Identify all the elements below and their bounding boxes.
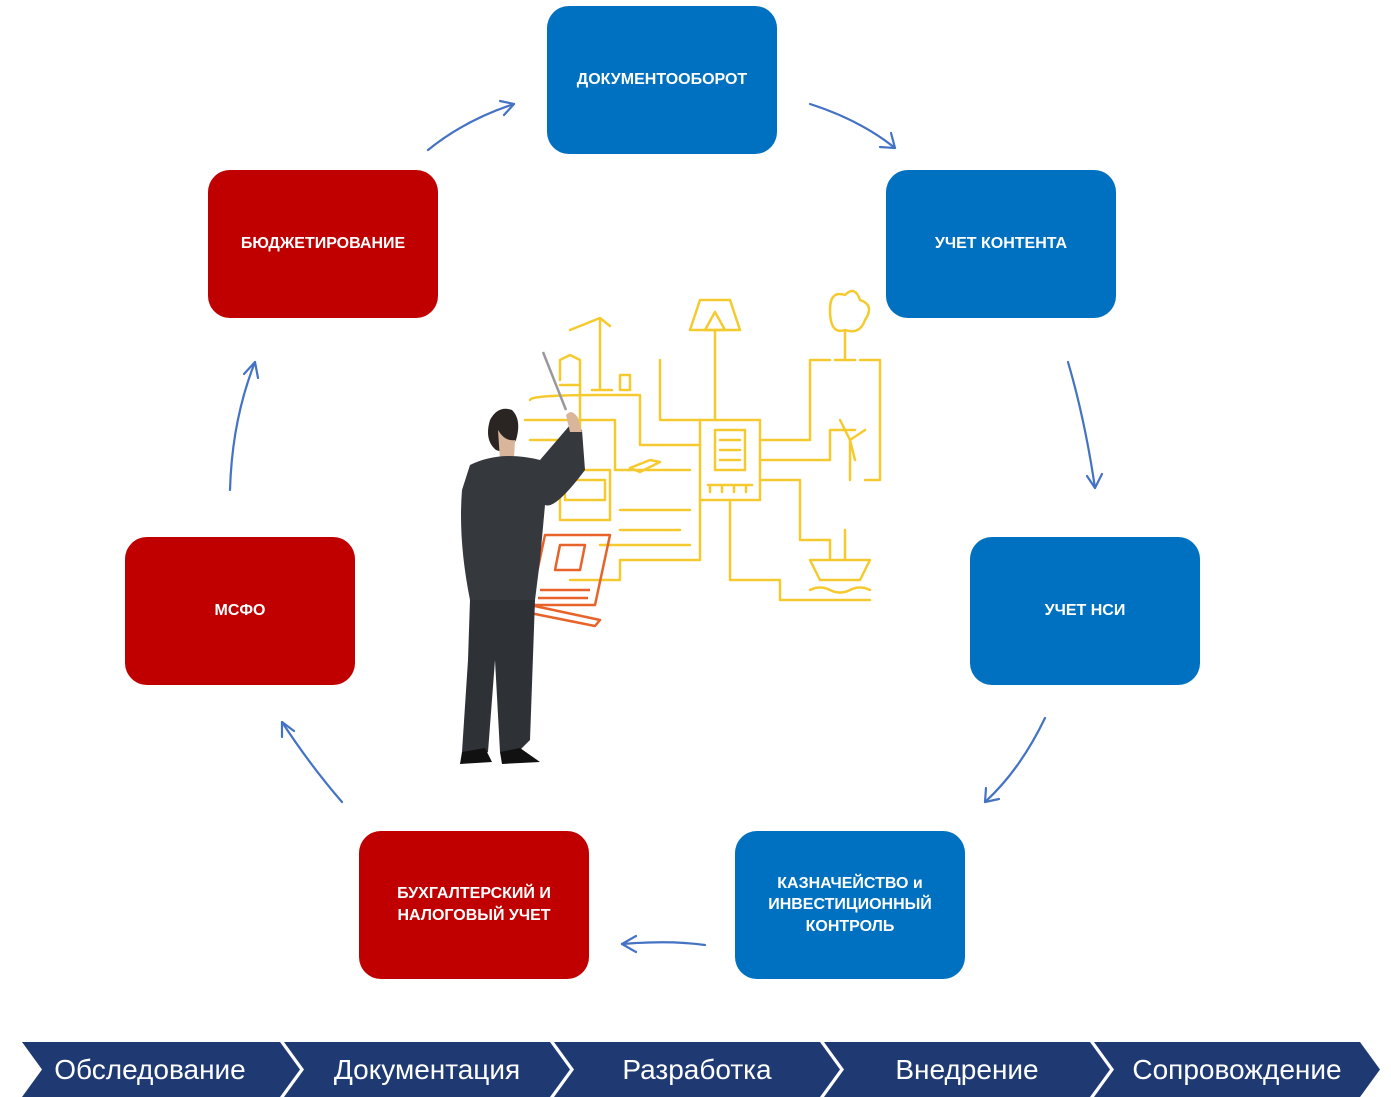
chevron-shape bbox=[22, 1042, 300, 1097]
stage-label: Внедрение bbox=[895, 1054, 1039, 1085]
stage-label: Разработка bbox=[622, 1054, 772, 1085]
node-budgeting[interactable]: БЮДЖЕТИРОВАНИЕ bbox=[208, 170, 438, 318]
chevron-shape bbox=[554, 1042, 840, 1097]
arrow-content-to-nsi bbox=[1066, 360, 1097, 490]
node-label: КАЗНАЧЕЙСТВО и ИНВЕСТИЦИОННЫЙ КОНТРОЛЬ bbox=[768, 874, 932, 935]
stage-label: Обследование bbox=[54, 1054, 246, 1085]
chevron-shape bbox=[1094, 1042, 1380, 1097]
node-label: МСФО bbox=[214, 602, 266, 620]
chevron-shape bbox=[284, 1042, 570, 1097]
infrastructure-network-lines bbox=[523, 289, 882, 602]
node-accounting-tax[interactable]: БУХГАЛТЕРСКИЙ И НАЛОГОВЫЙ УЧЕТ bbox=[359, 831, 589, 979]
arrow-treasury-to-accounting bbox=[620, 941, 707, 947]
arrow-accounting-to-ifrs bbox=[280, 720, 344, 804]
node-document-flow[interactable]: ДОКУМЕНТООБОРОТ bbox=[547, 6, 777, 154]
node-ifrs[interactable]: МСФО bbox=[125, 537, 355, 685]
node-master-data[interactable]: УЧЕТ НСИ bbox=[970, 537, 1200, 685]
stage-documentation[interactable]: Документация bbox=[284, 1042, 570, 1097]
stage-support[interactable]: Сопровождение bbox=[1094, 1042, 1380, 1097]
businessman-figure bbox=[460, 351, 585, 764]
node-label: УЧЕТ КОНТЕНТА bbox=[934, 235, 1068, 253]
stage-implementation[interactable]: Внедрение bbox=[824, 1042, 1110, 1097]
stage-survey[interactable]: Обследование bbox=[0, 1042, 300, 1097]
node-label: БУХГАЛТЕРСКИЙ И НАЛОГОВЫЙ УЧЕТ bbox=[397, 885, 551, 924]
node-label: УЧЕТ НСИ bbox=[1044, 602, 1126, 620]
arrow-budget-to-docflow bbox=[426, 102, 516, 152]
arrow-docflow-to-content bbox=[808, 102, 897, 150]
chevron-shape bbox=[824, 1042, 1110, 1097]
node-content-accounting[interactable]: УЧЕТ КОНТЕНТА bbox=[886, 170, 1116, 318]
node-label: ДОКУМЕНТООБОРОТ bbox=[576, 71, 748, 89]
node-label: БЮДЖЕТИРОВАНИЕ bbox=[240, 235, 406, 253]
arrow-ifrs-to-budget bbox=[228, 360, 257, 492]
stage-label: Документация bbox=[333, 1054, 521, 1085]
stage-development[interactable]: Разработка bbox=[554, 1042, 840, 1097]
stage-label: Сопровождение bbox=[1132, 1054, 1342, 1085]
arrow-nsi-to-treasury bbox=[983, 716, 1047, 804]
node-treasury-investment[interactable]: КАЗНАЧЕЙСТВО и ИНВЕСТИЦИОННЫЙ КОНТРОЛЬ bbox=[735, 831, 965, 979]
